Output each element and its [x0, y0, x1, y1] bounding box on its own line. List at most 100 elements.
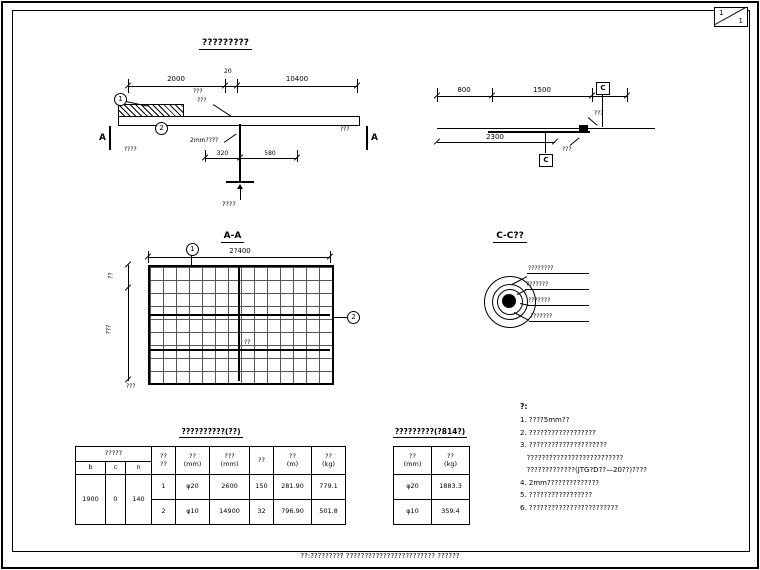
note-line: 1. ????5mm??	[520, 416, 570, 424]
detail-title: C-C??	[478, 231, 542, 243]
table-col-header: ?? (m)	[273, 446, 312, 475]
hanger-web	[239, 124, 241, 182]
anchor-arrow	[237, 184, 243, 189]
dimension-line-vertical	[128, 265, 129, 381]
pavement-label: ????	[124, 146, 137, 153]
table-cell: 359.4	[431, 499, 470, 525]
leader-label: ???	[197, 97, 207, 104]
sheet-number-box: 1 1	[714, 6, 748, 27]
dim-label-left: ???	[105, 324, 113, 335]
plan-title: A-A	[205, 231, 260, 243]
footer-title-bar: ??:????????? ???????????????????????? ??…	[300, 552, 460, 560]
qty-table: ?? (mm) ?? (kg) φ20 1883.3 φ10 359.4	[393, 446, 470, 525]
extension-line	[330, 251, 331, 263]
note-line: 4. 2mm??????????????	[520, 478, 600, 487]
dimension-line	[437, 96, 627, 97]
note-line: ??????????????????????????	[520, 453, 624, 462]
elevation-title: ?????????	[178, 38, 273, 50]
table-col-header: ??? (mm)	[209, 446, 250, 475]
anchor-label: ????	[222, 200, 236, 208]
anchor-ring-inner	[497, 289, 523, 315]
table-cell: 1883.3	[431, 474, 470, 500]
table-cell: 14900	[209, 499, 250, 525]
notes-list: 1. ????5mm?? 2. ?????????????????? 3. ??…	[520, 414, 746, 514]
dimension-line	[128, 86, 357, 87]
dim-label: 2000	[167, 75, 185, 83]
table-cell: 1	[151, 474, 176, 500]
table-cell: 779.1	[311, 474, 346, 500]
callout-underline	[529, 321, 589, 322]
dim-label-left: ??	[107, 272, 115, 279]
dim-label: 1500	[533, 86, 551, 94]
section-marker-a-right: A	[371, 133, 378, 143]
table-row: 2 φ10 14900 32 796.90 501.8	[76, 499, 346, 525]
section-marker-c-top: C	[596, 82, 610, 95]
rebar-callout-2: 2	[155, 122, 168, 135]
dimension-line	[205, 158, 297, 159]
rebar-table-title: ??????????(??)	[179, 427, 243, 438]
detail-callout-label: ???????	[528, 297, 551, 304]
deck-line	[437, 128, 655, 129]
rebar-mesh-grid	[148, 265, 334, 385]
leader-label: ???	[193, 88, 203, 95]
qty-table-title: ?????????(?814?)	[392, 427, 468, 438]
sheet-number-top: 1	[719, 9, 724, 17]
hanger-axis-line	[238, 265, 240, 381]
center-label: ??	[244, 339, 251, 346]
callout-underline	[527, 273, 589, 274]
table-cell: 2	[151, 499, 176, 525]
table-cell: 501.8	[311, 499, 346, 525]
table-cell: φ20	[393, 474, 432, 500]
dim-label: 20	[224, 68, 232, 75]
table-cell: 32	[249, 499, 274, 525]
table-cell: 140	[125, 474, 152, 525]
dim-label: 10400	[285, 75, 309, 83]
rebar-table: ????? ?? ?? ?? (mm) ??? (mm) ?? ?? (m) ?…	[75, 446, 346, 525]
table-row: φ20 1883.3	[393, 474, 470, 500]
table-row: φ10 359.4	[393, 499, 470, 525]
section-marker-c-bottom: C	[539, 154, 553, 167]
table-cell: 150	[249, 474, 274, 500]
table-cell: 0	[105, 474, 126, 525]
note-line: 3. ?????????????????????	[520, 441, 607, 449]
dim-label: 800	[457, 86, 471, 94]
dimension-line	[148, 257, 330, 258]
table-col-header: ??	[249, 446, 274, 475]
detail-callout-label: ???????	[526, 281, 549, 288]
dimension-line	[437, 142, 555, 143]
table-col-header: ?? (kg)	[311, 446, 346, 475]
leader-line	[191, 255, 192, 265]
sheet-number-bottom: 1	[738, 17, 743, 25]
anchor-ring-mid	[492, 284, 528, 320]
section-cut-line	[366, 126, 368, 150]
detail-callout-label: ???????	[530, 313, 553, 320]
table-row: 1900 0 140 1 φ20 2600 150 281.90 779.1	[75, 474, 346, 525]
section-cut-line	[545, 133, 546, 153]
dim-label: 2?400	[229, 247, 251, 255]
detail-label-bottom: ???	[562, 146, 572, 153]
anchor-ring-outer	[484, 276, 536, 328]
table-col-header: ?? ??	[151, 446, 176, 475]
detail-label-top: ???	[594, 110, 604, 117]
plate-label: 2mm????	[190, 137, 219, 144]
section-cut-line	[602, 93, 603, 127]
detail-callout-label: ????????	[528, 265, 554, 272]
table-cell: 796.90	[273, 499, 312, 525]
rebar-callout-1: 1	[114, 93, 127, 106]
note-line: 5. ?????????????????	[520, 491, 593, 499]
table-sub-header: n	[125, 461, 152, 475]
table-col-header: ?? (mm)	[393, 446, 432, 475]
dim-label: 320	[216, 150, 229, 157]
hanger-flange	[226, 181, 254, 183]
section-marker-a-left: A	[99, 133, 106, 143]
table-cell: 1900	[75, 474, 106, 525]
leader-line	[332, 317, 347, 318]
rebar-callout-1: 1	[186, 243, 199, 256]
notes-header: ?:	[520, 402, 528, 411]
callout-underline	[525, 289, 589, 290]
note-line: ?????????????(JTG?D??—20??)????	[520, 466, 647, 474]
anchor-block	[579, 125, 588, 131]
table-col-header: ?? (mm)	[175, 446, 210, 475]
